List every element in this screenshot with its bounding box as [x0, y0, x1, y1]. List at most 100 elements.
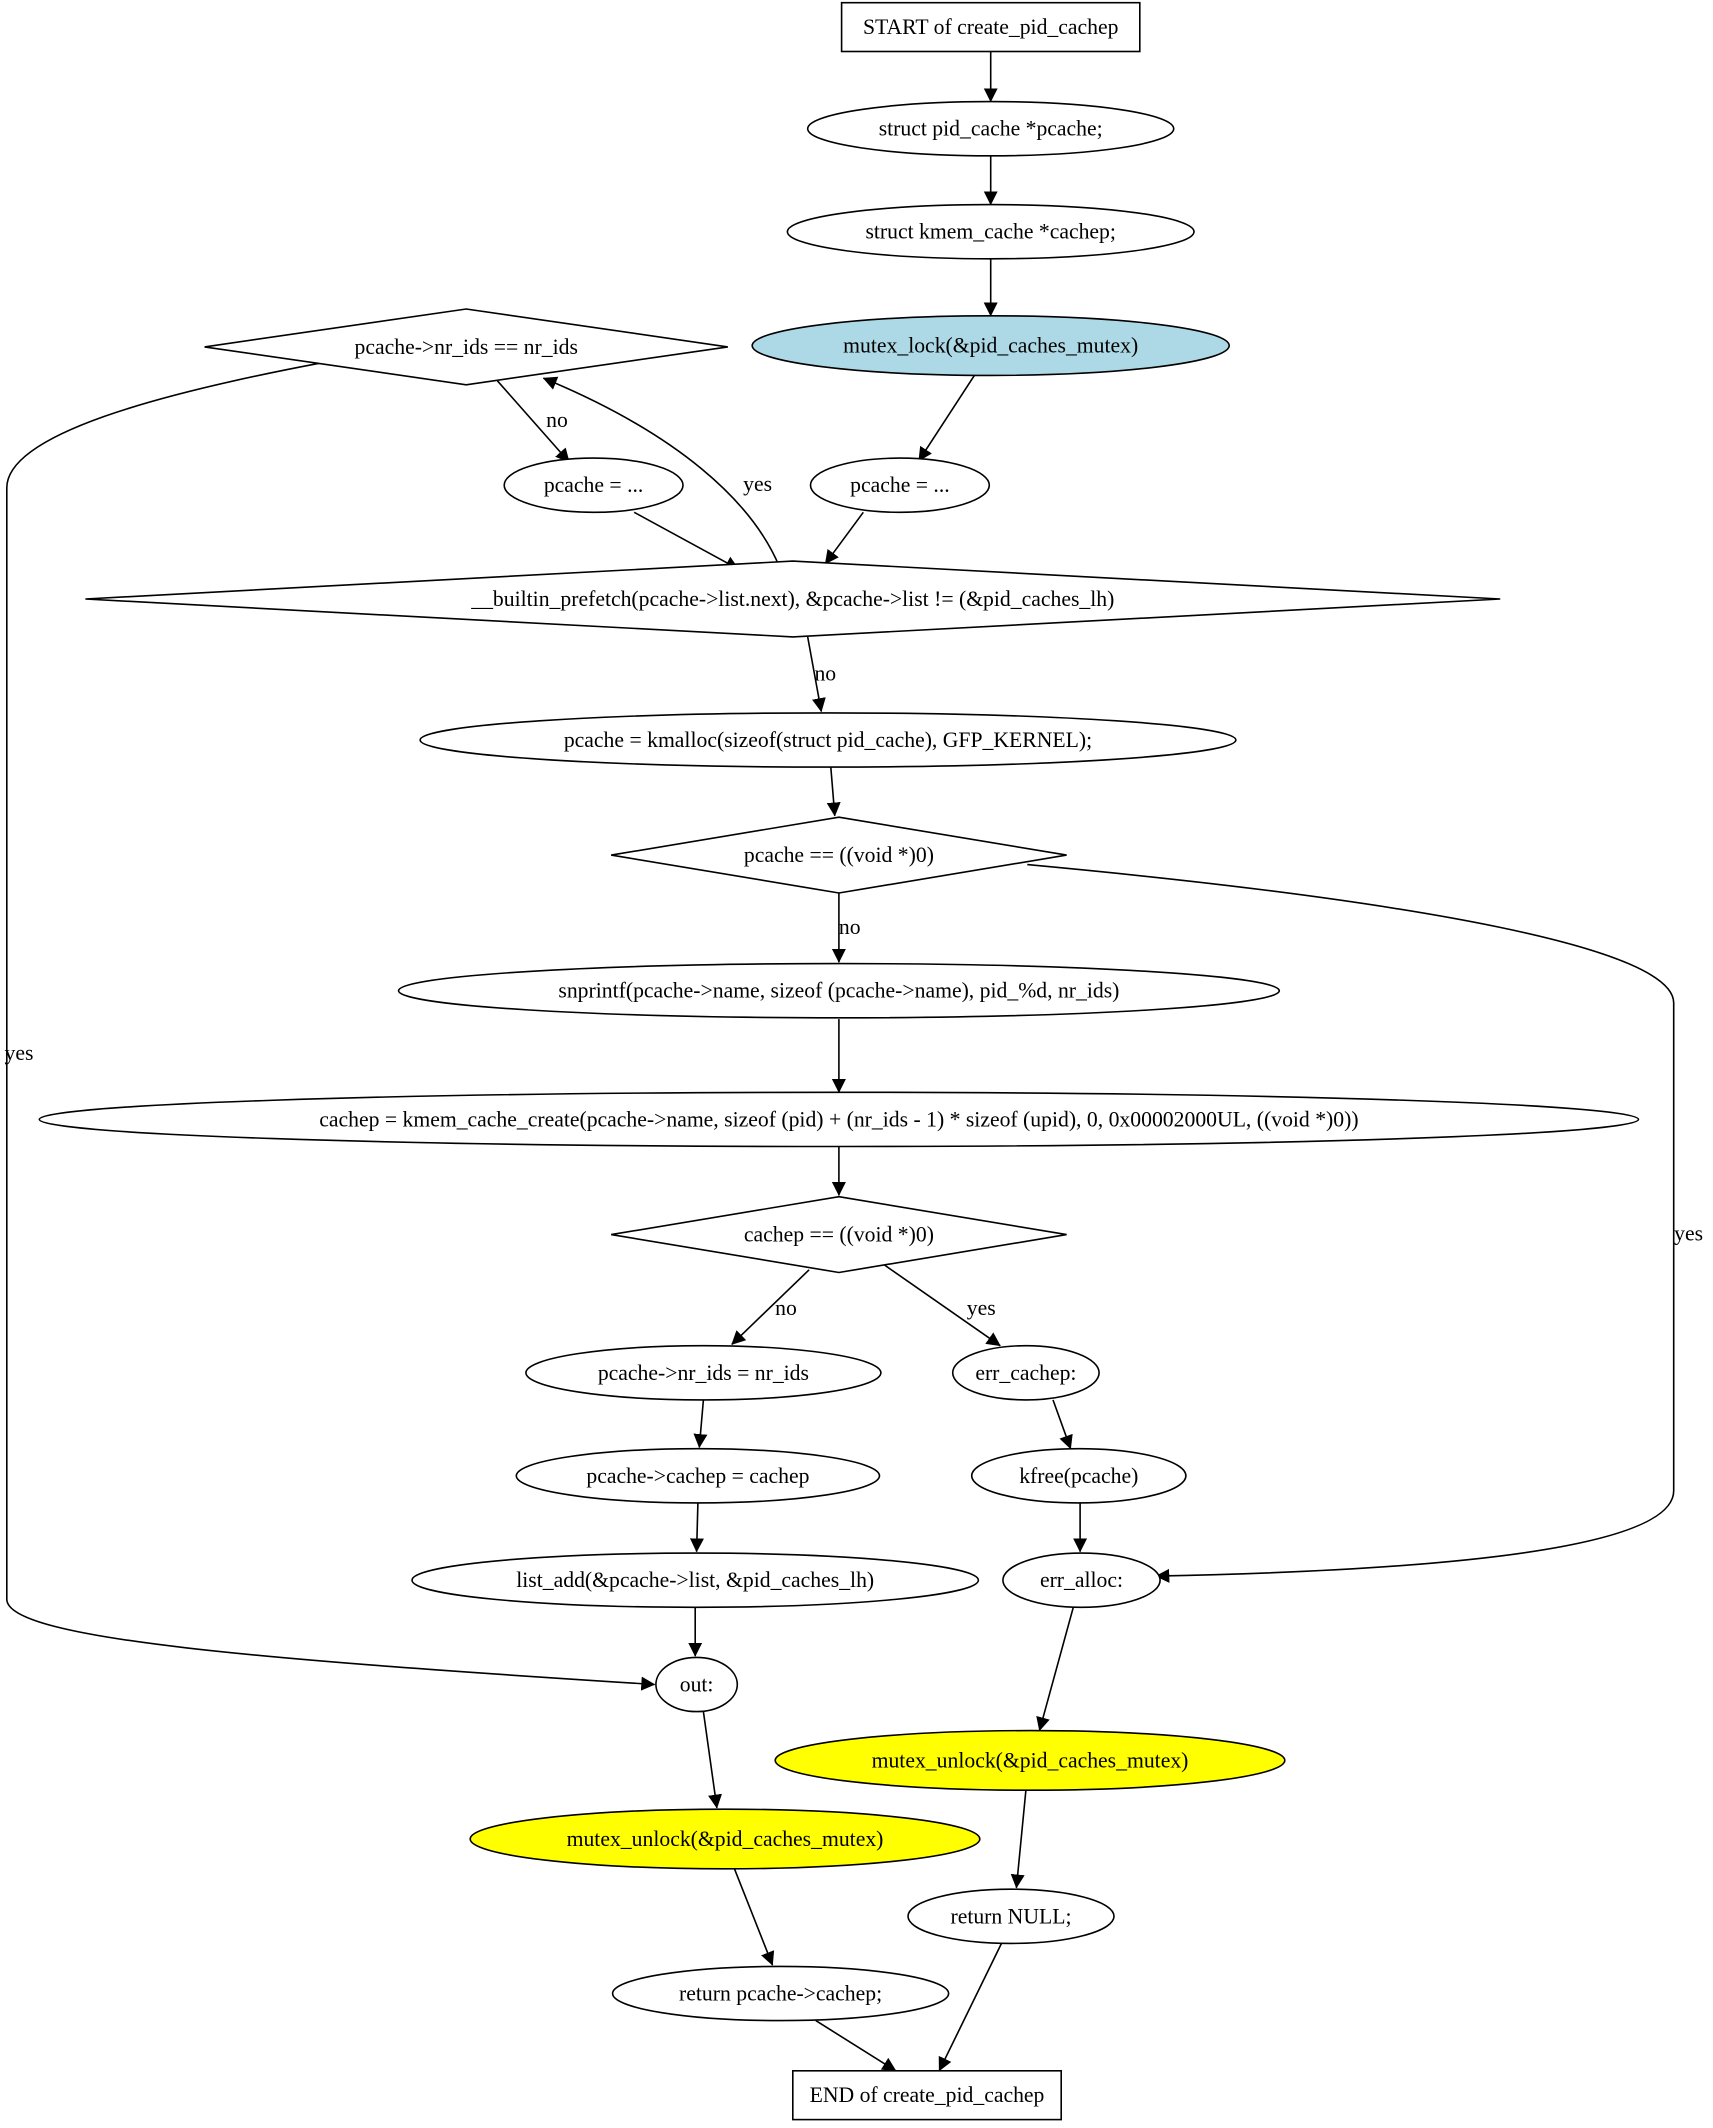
node-cond-loop: __builtin_prefetch(pcache->list.next), &… — [85, 560, 1501, 638]
node-cond-pcache-null: pcache == ((void *)0) — [611, 816, 1067, 894]
edge-line — [815, 2019, 897, 2072]
node-label: cachep == ((void *)0) — [744, 1223, 934, 1247]
node-label: pcache->cachep = cachep — [586, 1464, 809, 1488]
node-end: END of create_pid_cachep — [791, 2070, 1062, 2121]
node-label: snprintf(pcache->name, sizeof (pcache->n… — [558, 979, 1119, 1003]
ellipse-shape — [951, 1344, 1100, 1401]
edge-line — [633, 511, 740, 570]
node-label: START of create_pid_cachep — [863, 15, 1119, 39]
ellipse-shape — [419, 712, 1237, 768]
edge-line — [1010, 1790, 1027, 1889]
ellipse-shape — [774, 1729, 1286, 1791]
ellipse-shape — [809, 457, 991, 514]
edge-return_cachep-to-end — [815, 2019, 897, 2072]
node-unlock-err: mutex_unlock(&pid_caches_mutex) — [774, 1729, 1286, 1791]
edge-label_out-to-unlock_out — [702, 1711, 722, 1809]
ellipse-shape — [611, 1965, 950, 2022]
edge-line — [1027, 863, 1675, 1583]
edge-line — [731, 1269, 810, 1345]
node-return-cachep: return pcache->cachep; — [611, 1965, 950, 2022]
edge-line — [883, 1263, 1001, 1347]
edge-cond_loop-to-kmalloc: no — [806, 636, 836, 713]
edge-label-yes: yes — [743, 472, 772, 496]
ellipse-shape — [38, 1091, 1640, 1148]
node-decl-pcache: struct pid_cache *pcache; — [806, 100, 1175, 157]
edge-cond_cachep_null-to-label_err_cachep: yes — [883, 1263, 1001, 1347]
edge-line — [6, 362, 656, 1691]
edge-kmalloc-to-cond_pcache_null — [826, 767, 841, 817]
diamond-shape — [611, 816, 1067, 894]
edge-line — [702, 1711, 722, 1809]
edge-label_err_cachep-to-kfree — [1052, 1399, 1073, 1450]
edge-mutex_lock-to-pcache_assign_b — [918, 374, 976, 462]
edge-line — [938, 1943, 1003, 2072]
node-label: kfree(pcache) — [1019, 1464, 1138, 1488]
node-label-err-alloc: err_alloc: — [1002, 1552, 1161, 1609]
edge-label-yes: yes — [1674, 1221, 1703, 1245]
edge-line — [918, 374, 976, 462]
edge-label_err_alloc-to-unlock_err — [1036, 1607, 1075, 1732]
ellipse-shape — [1002, 1552, 1161, 1609]
node-set-nr-ids: pcache->nr_ids = nr_ids — [525, 1344, 882, 1401]
node-set-cachep: pcache->cachep = cachep — [515, 1447, 881, 1504]
edge-label-no: no — [775, 1296, 797, 1320]
node-label: err_cachep: — [975, 1361, 1076, 1385]
node-label: err_alloc: — [1040, 1568, 1123, 1592]
node-label: END of create_pid_cachep — [810, 2083, 1045, 2107]
ellipse-shape — [469, 1808, 981, 1870]
node-return-null: return NULL; — [907, 1888, 1115, 1945]
edge-set_cachep-to-list_add — [689, 1502, 704, 1553]
box-shape — [840, 1, 1141, 53]
edge-cond_loop-to-cond_nr_ids: yes — [542, 376, 781, 567]
node-label: mutex_unlock(&pid_caches_mutex) — [872, 1748, 1189, 1772]
node-label: struct kmem_cache *cachep; — [865, 220, 1116, 244]
node-kmalloc: pcache = kmalloc(sizeof(struct pid_cache… — [419, 712, 1237, 768]
node-label: pcache = ... — [544, 473, 644, 497]
box-shape — [791, 2070, 1062, 2121]
node-label: return pcache->cachep; — [679, 1982, 882, 2006]
edge-cond_nr_ids-to-pcache_assign_a: no — [496, 380, 570, 463]
node-label: out: — [680, 1673, 714, 1697]
edge-unlock_err-to-return_null — [1010, 1790, 1027, 1889]
edge-cond_pcache_null-to-snprintf: no — [831, 893, 861, 963]
node-pcache-assign-b: pcache = ... — [809, 457, 991, 514]
edge-cond_nr_ids-to-label_out: yes — [5, 362, 656, 1691]
ellipse-shape — [751, 315, 1231, 377]
edge-line — [733, 1868, 775, 1966]
edge-line — [689, 1502, 704, 1553]
ellipse-shape — [655, 1656, 739, 1713]
node-unlock-out: mutex_unlock(&pid_caches_mutex) — [469, 1808, 981, 1870]
node-label: cachep = kmem_cache_create(pcache->name,… — [319, 1107, 1358, 1131]
node-label: pcache->nr_ids == nr_ids — [355, 335, 578, 359]
node-label: pcache = kmalloc(sizeof(struct pid_cache… — [564, 728, 1092, 752]
ellipse-shape — [806, 100, 1175, 157]
node-label: mutex_lock(&pid_caches_mutex) — [843, 334, 1138, 358]
edge-pcache_assign_a-to-cond_loop — [633, 511, 740, 570]
edge-cond_cachep_null-to-set_nr_ids: no — [731, 1269, 810, 1345]
node-label-out: out: — [655, 1656, 739, 1713]
edge-line — [542, 376, 781, 567]
node-kmem-cache-create: cachep = kmem_cache_create(pcache->name,… — [38, 1091, 1640, 1148]
node-label: mutex_unlock(&pid_caches_mutex) — [567, 1827, 884, 1851]
diamond-shape — [204, 308, 728, 386]
edge-label-yes: yes — [967, 1296, 996, 1320]
edge-line — [806, 636, 826, 713]
edge-pcache_assign_b-to-cond_loop — [824, 511, 864, 565]
node-label: list_add(&pcache->list, &pid_caches_lh) — [516, 1568, 874, 1592]
ellipse-shape — [786, 203, 1195, 260]
node-list-add: list_add(&pcache->list, &pid_caches_lh) — [411, 1552, 980, 1609]
node-decl-cachep: struct kmem_cache *cachep; — [786, 203, 1195, 260]
edge-line — [1052, 1399, 1073, 1450]
edge-line — [496, 380, 570, 463]
edge-line — [824, 511, 864, 565]
node-label: return NULL; — [950, 1904, 1071, 1928]
edge-unlock_out-to-return_cachep — [733, 1868, 775, 1966]
ellipse-shape — [970, 1447, 1187, 1504]
ellipse-shape — [411, 1552, 980, 1609]
edge-cond_pcache_null-to-label_err_alloc: yes — [1027, 863, 1703, 1583]
ellipse-shape — [907, 1888, 1115, 1945]
edge-return_null-to-end — [938, 1943, 1003, 2072]
node-cond-cachep-null: cachep == ((void *)0) — [611, 1195, 1067, 1274]
